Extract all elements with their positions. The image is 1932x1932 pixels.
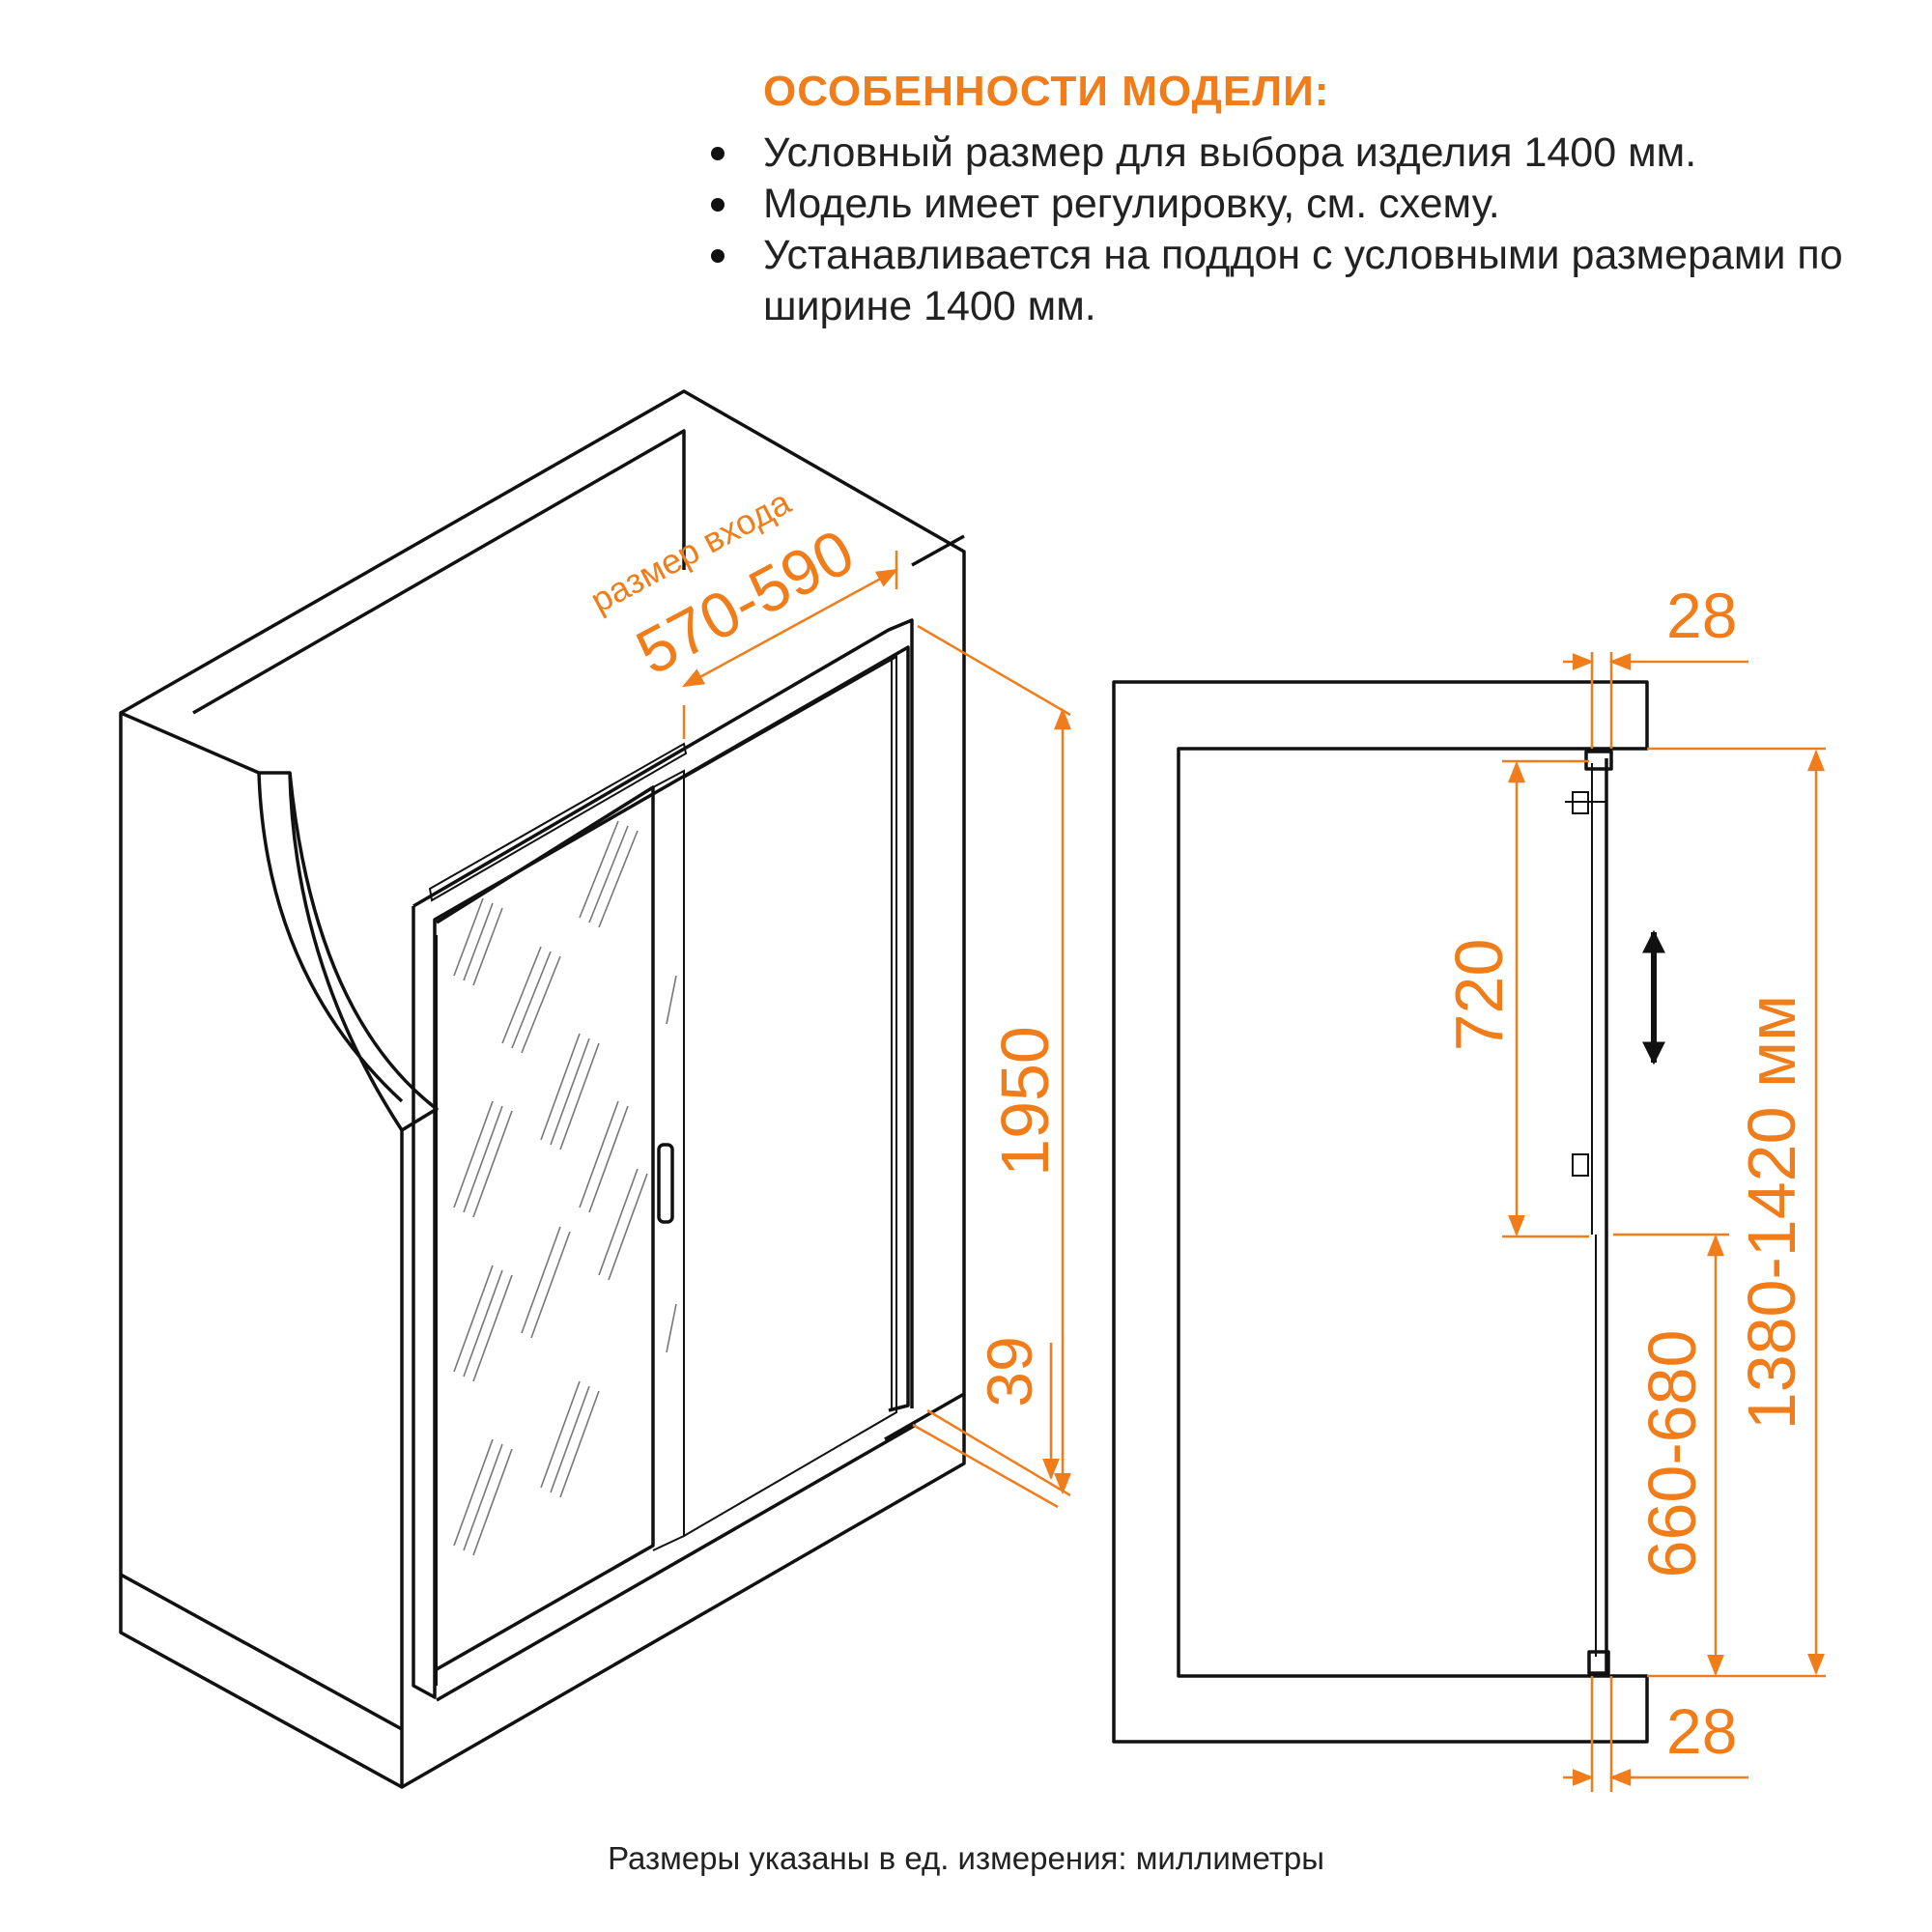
feature-item: Условный размер для выбора изделия 1400 … xyxy=(711,128,1903,179)
dimension-height: 1950 xyxy=(917,624,1071,1497)
dimension-tray: 39 xyxy=(912,1336,1060,1509)
isometric-view: 570-590 размер входа 1950 39 xyxy=(119,389,1071,1789)
bottom-profile-value: 28 xyxy=(1666,1695,1737,1767)
plan-wall-outline xyxy=(1112,680,1649,1744)
door-frame xyxy=(412,645,910,1699)
dimension-bottom-profile: 28 xyxy=(1563,1676,1748,1792)
feature-item: Устанавливается на поддон с условными ра… xyxy=(711,230,1903,332)
tray-height-value: 39 xyxy=(974,1336,1045,1406)
fixed-panel xyxy=(683,655,897,1538)
sliding-panel xyxy=(436,785,655,1671)
sliding-panel-edge xyxy=(652,769,685,1551)
glass-pattern xyxy=(453,820,677,1556)
dimension-total: 1380-1420 мм xyxy=(1647,747,1826,1678)
fixed-panel-value: 720 xyxy=(1441,939,1517,1052)
units-note: Размеры указаны в ед. измерения: миллиме… xyxy=(608,1840,1324,1876)
back-wall-inner xyxy=(192,429,686,715)
features-title: ОСОБЕННОСТИ МОДЕЛИ: xyxy=(763,68,1330,115)
top-profile-value: 28 xyxy=(1666,580,1737,651)
dimension-sliding-panel: 660-680 xyxy=(1613,1233,1729,1677)
tray-top xyxy=(436,1423,917,1702)
height-value: 1950 xyxy=(987,1026,1063,1177)
dimension-top-profile: 28 xyxy=(1563,580,1748,749)
dimension-fixed-panel: 720 xyxy=(1441,759,1589,1238)
plan-view: 28 28 720 660-680 1380-1420 xyxy=(1112,580,1826,1792)
back-wall-outer xyxy=(120,389,966,1441)
right-wall-front xyxy=(911,534,965,567)
top-rail-track xyxy=(428,742,688,902)
dimension-entry: 570-590 размер входа xyxy=(584,481,898,739)
roller-bottom xyxy=(1572,1153,1589,1177)
door-handle xyxy=(657,1143,674,1224)
door-inner-frame xyxy=(436,657,893,1686)
feature-item: Модель имеет регулировку, см. схему. xyxy=(711,179,1903,230)
total-width-value: 1380-1420 мм xyxy=(1734,995,1809,1430)
bottom-fitting xyxy=(1587,1650,1610,1675)
door-top-rail xyxy=(412,618,914,1408)
sliding-panel-value: 660-680 xyxy=(1634,1330,1710,1578)
features-list: Условный размер для выбора изделия 1400 … xyxy=(686,128,1903,332)
curved-wall-face xyxy=(257,772,404,1131)
features-block: ОСОБЕННОСТИ МОДЕЛИ: Условный размер для … xyxy=(686,68,1903,332)
tray-base xyxy=(120,1394,966,1789)
curved-wall xyxy=(119,711,439,1789)
